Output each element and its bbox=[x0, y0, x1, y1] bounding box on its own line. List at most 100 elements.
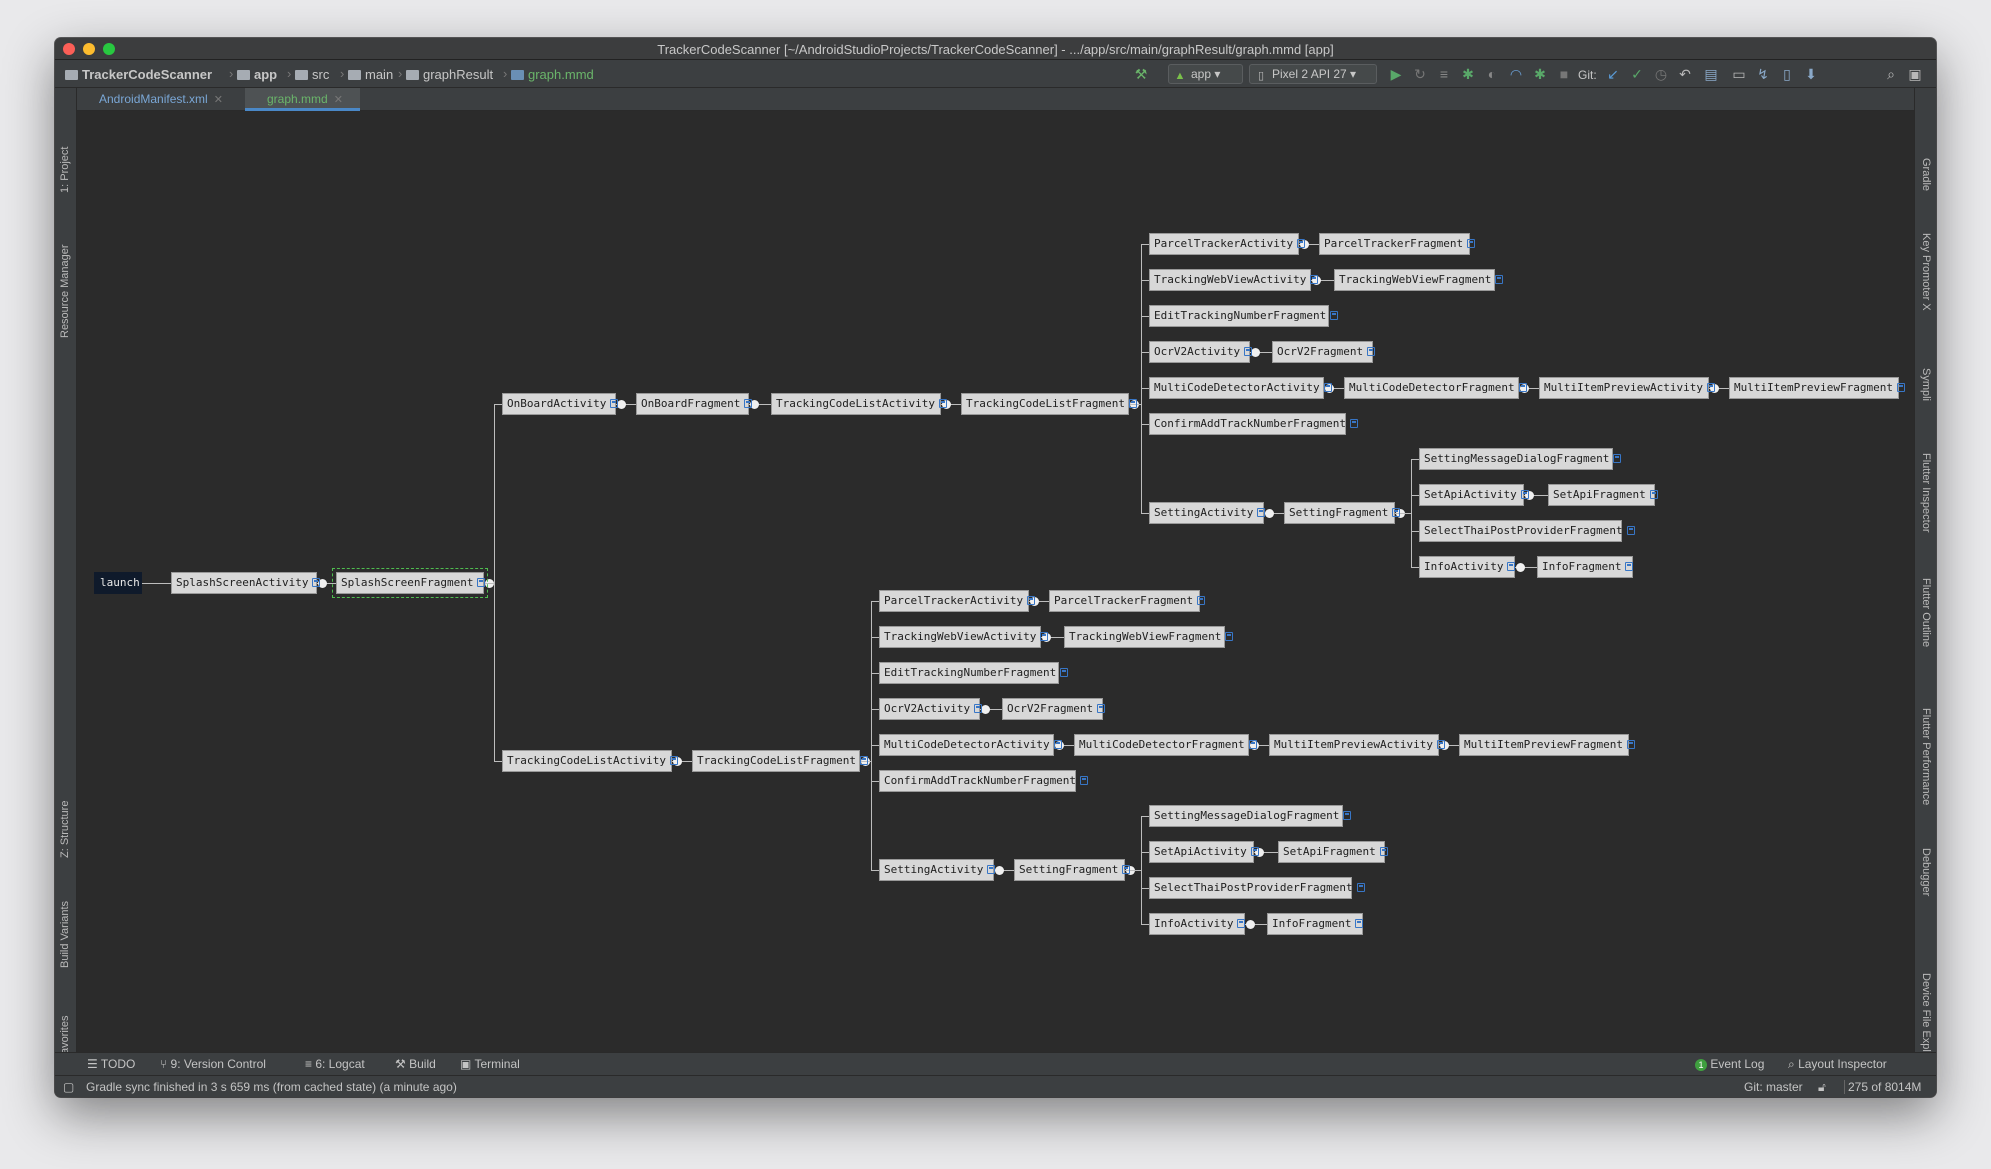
layout-file-icon[interactable] bbox=[1350, 419, 1359, 428]
tool-sympli[interactable]: Sympli bbox=[1920, 368, 1932, 402]
minimize-window-button[interactable] bbox=[83, 43, 95, 55]
graph-node-confirm-fragment-a[interactable]: ConfirmAddTrackNumberFragment bbox=[1149, 413, 1359, 435]
graph-node-edit-fragment-a[interactable]: EditTrackingNumberFragment bbox=[1149, 305, 1339, 327]
graph-node-onboard-fragment[interactable]: OnBoardFragment bbox=[636, 393, 753, 415]
layout-file-icon[interactable] bbox=[1626, 740, 1635, 749]
layout-file-icon[interactable] bbox=[1518, 383, 1527, 392]
tool-gradle[interactable]: Gradle bbox=[1920, 158, 1932, 192]
graph-node-setting-activity-b[interactable]: SettingActivity bbox=[879, 859, 996, 881]
graph-node-parcel-activity-b[interactable]: ParcelTrackerActivity bbox=[879, 590, 1036, 612]
stop-icon[interactable]: ■ bbox=[1559, 66, 1569, 82]
graph-node-webview-fragment-a[interactable]: TrackingWebViewFragment bbox=[1334, 269, 1504, 291]
breadcrumb-app[interactable]: app bbox=[237, 67, 277, 82]
git-history-icon[interactable]: ◷ bbox=[1654, 66, 1668, 82]
graph-node-tracking-list-fragment-b[interactable]: TrackingCodeListFragment bbox=[692, 750, 868, 772]
layout-file-icon[interactable] bbox=[1355, 919, 1364, 928]
layout-file-icon[interactable] bbox=[1225, 632, 1234, 641]
graph-node-info-activity-b[interactable]: InfoActivity bbox=[1149, 913, 1246, 935]
layout-file-icon[interactable] bbox=[669, 756, 678, 765]
layout-file-icon[interactable] bbox=[1027, 596, 1036, 605]
layout-file-icon[interactable] bbox=[974, 704, 983, 713]
graph-node-parcel-fragment-b[interactable]: ParcelTrackerFragment bbox=[1049, 590, 1206, 612]
layout-file-icon[interactable] bbox=[1080, 776, 1089, 785]
layout-file-icon[interactable] bbox=[1250, 847, 1259, 856]
breadcrumb-graphresult[interactable]: graphResult bbox=[406, 67, 493, 82]
lock-icon[interactable]: 🔓︎ bbox=[1818, 1080, 1826, 1094]
graph-node-onboard-activity[interactable]: OnBoardActivity bbox=[502, 393, 619, 415]
tool-event-log[interactable]: 1 Event Log bbox=[1695, 1057, 1764, 1071]
graph-node-setting-fragment-b[interactable]: SettingFragment bbox=[1014, 859, 1131, 881]
graph-node-webview-activity-b[interactable]: TrackingWebViewActivity bbox=[879, 626, 1049, 648]
graph-node-splash-fragment[interactable]: SplashScreenFragment bbox=[332, 568, 488, 598]
graph-node-tracking-list-activity-b[interactable]: TrackingCodeListActivity bbox=[502, 750, 678, 772]
run-icon[interactable]: ▶ bbox=[1390, 66, 1402, 82]
git-branch[interactable]: Git: master bbox=[1744, 1080, 1803, 1094]
tool-build[interactable]: ⚒ Build bbox=[395, 1057, 436, 1071]
avd-manager-icon[interactable]: ▯ bbox=[1783, 66, 1791, 82]
graph-node-edit-fragment-b[interactable]: EditTrackingNumberFragment bbox=[879, 662, 1069, 684]
layout-file-icon[interactable] bbox=[1237, 919, 1246, 928]
layout-file-icon[interactable] bbox=[1310, 275, 1319, 284]
breadcrumb-project[interactable]: TrackerCodeScanner bbox=[65, 67, 212, 82]
graph-node-select-provider-fragment-a[interactable]: SelectThaiPostProviderFragment bbox=[1419, 520, 1635, 542]
layout-file-icon[interactable] bbox=[1297, 239, 1306, 248]
layout-file-icon[interactable] bbox=[1613, 454, 1622, 463]
layout-file-icon[interactable] bbox=[1244, 347, 1253, 356]
layout-file-icon[interactable] bbox=[1128, 399, 1137, 408]
status-message[interactable]: Gradle sync finished in 3 s 659 ms (from… bbox=[86, 1080, 457, 1094]
git-update-icon[interactable]: ↙ bbox=[1607, 66, 1619, 82]
status-toggle-icon[interactable]: ▢ bbox=[63, 1080, 75, 1094]
layout-file-icon[interactable] bbox=[1626, 526, 1635, 535]
graph-node-launch[interactable]: launch bbox=[94, 572, 142, 594]
git-rollback-icon[interactable]: ↶ bbox=[1679, 66, 1691, 82]
tab-graph-mmd[interactable]: graph.mmd✕ bbox=[245, 88, 360, 111]
close-tab-icon[interactable]: ✕ bbox=[213, 94, 223, 106]
apply-changes-icon[interactable]: ≡ bbox=[1439, 66, 1449, 82]
graph-node-parcel-fragment-a[interactable]: ParcelTrackerFragment bbox=[1319, 233, 1476, 255]
graph-node-tracking-list-activity-a[interactable]: TrackingCodeListActivity bbox=[771, 393, 947, 415]
layout-file-icon[interactable] bbox=[744, 399, 753, 408]
graph-node-webview-activity-a[interactable]: TrackingWebViewActivity bbox=[1149, 269, 1319, 291]
layout-file-icon[interactable] bbox=[1356, 883, 1365, 892]
graph-node-setapi-activity-a[interactable]: SetApiActivity bbox=[1419, 484, 1529, 506]
tool-key-promoter[interactable]: Key Promoter X bbox=[1920, 233, 1932, 311]
graph-node-ocr-activity-b[interactable]: OcrV2Activity bbox=[879, 698, 983, 720]
git-commit-icon[interactable]: ✓ bbox=[1631, 66, 1643, 82]
tool-debugger[interactable]: Debugger bbox=[1920, 848, 1932, 897]
tool-flutter-inspector[interactable]: Flutter Inspector bbox=[1920, 453, 1932, 533]
layout-file-icon[interactable] bbox=[312, 578, 321, 587]
graph-node-preview-activity-a[interactable]: MultiItemPreviewActivity bbox=[1539, 377, 1715, 399]
device-select[interactable]: Pixel 2 API 27 ▾ bbox=[1249, 64, 1377, 84]
graph-node-setting-activity-a[interactable]: SettingActivity bbox=[1149, 502, 1266, 524]
layout-file-icon[interactable] bbox=[1495, 275, 1504, 284]
layout-file-icon[interactable] bbox=[610, 399, 619, 408]
graph-node-multi-activity-a[interactable]: MultiCodeDetectorActivity bbox=[1149, 377, 1332, 399]
run-config-select[interactable]: app ▾ bbox=[1168, 64, 1243, 84]
layout-file-icon[interactable] bbox=[1367, 347, 1376, 356]
graph-node-ocr-fragment-b[interactable]: OcrV2Fragment bbox=[1002, 698, 1106, 720]
close-window-button[interactable] bbox=[63, 43, 75, 55]
layout-file-icon[interactable] bbox=[1097, 704, 1106, 713]
graph-node-setting-msg-fragment-a[interactable]: SettingMessageDialogFragment bbox=[1419, 448, 1622, 470]
graph-node-webview-fragment-b[interactable]: TrackingWebViewFragment bbox=[1064, 626, 1234, 648]
sdk-manager-icon[interactable]: ⬇ bbox=[1805, 66, 1817, 82]
tool-logcat[interactable]: ≡ 6: Logcat bbox=[305, 1057, 365, 1071]
graph-node-ocr-activity-a[interactable]: OcrV2Activity bbox=[1149, 341, 1253, 363]
graph-node-confirm-fragment-b[interactable]: ConfirmAddTrackNumberFragment bbox=[879, 770, 1089, 792]
layout-file-icon[interactable] bbox=[1040, 632, 1049, 641]
layout-file-icon[interactable] bbox=[1625, 562, 1634, 571]
breadcrumb-file[interactable]: graph.mmd bbox=[511, 67, 594, 82]
layout-file-icon[interactable] bbox=[1436, 740, 1445, 749]
tab-androidmanifest[interactable]: AndroidManifest.xml✕ bbox=[99, 92, 223, 106]
coverage-icon[interactable]: ◐ bbox=[1487, 66, 1497, 82]
graph-node-multi-fragment-a[interactable]: MultiCodeDetectorFragment bbox=[1344, 377, 1527, 399]
layout-icon[interactable]: ▭ bbox=[1732, 66, 1746, 82]
tool-flutter-performance[interactable]: Flutter Performance bbox=[1920, 708, 1932, 806]
graph-node-setting-msg-fragment-b[interactable]: SettingMessageDialogFragment bbox=[1149, 805, 1352, 827]
graph-node-preview-fragment-b[interactable]: MultiItemPreviewFragment bbox=[1459, 734, 1635, 756]
breadcrumb-src[interactable]: src bbox=[295, 67, 329, 82]
tool-resource-manager[interactable]: Resource Manager bbox=[59, 244, 71, 338]
maximize-window-button[interactable] bbox=[103, 43, 115, 55]
graph-node-select-provider-fragment-b[interactable]: SelectThaiPostProviderFragment bbox=[1149, 877, 1365, 899]
search-icon[interactable]: ⌕ bbox=[1887, 66, 1895, 82]
